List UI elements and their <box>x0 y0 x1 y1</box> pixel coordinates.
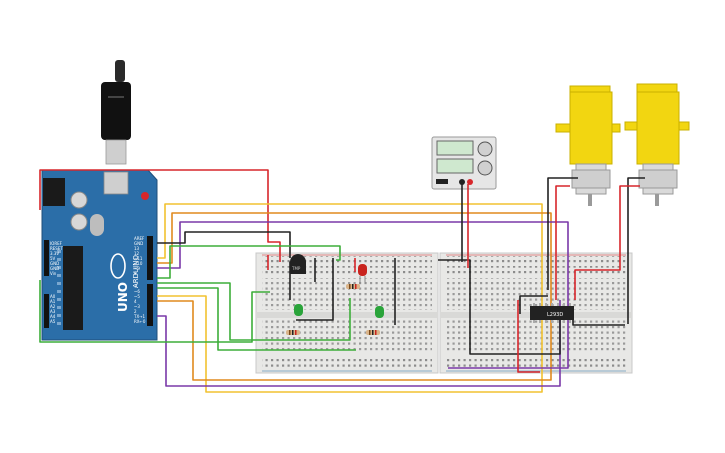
wires <box>39 169 645 393</box>
svg-text:~11: ~11 <box>134 256 143 261</box>
power-supply-icon[interactable] <box>431 136 497 190</box>
svg-text:TX→1: TX→1 <box>133 314 146 319</box>
svg-text:AREF: AREF <box>134 236 145 241</box>
dc-motor-icon[interactable] <box>555 85 621 206</box>
svg-text:RX←0: RX←0 <box>134 319 146 324</box>
svg-text:5V: 5V <box>50 256 56 261</box>
dc-motor-icon[interactable] <box>624 83 690 206</box>
resistor-icon[interactable] <box>286 330 300 335</box>
ic-label: L293D <box>547 312 563 318</box>
led-icon[interactable] <box>294 304 303 316</box>
svg-text:GND: GND <box>134 241 143 246</box>
arduino-uno-logo: UNO <box>116 282 130 312</box>
svg-text:3.3V: 3.3V <box>50 251 59 256</box>
svg-text:~6: ~6 <box>134 289 140 294</box>
svg-text:RESET: RESET <box>50 246 63 251</box>
usb-cable-icon <box>101 60 131 165</box>
arduino-board[interactable]: ARDUINO UNO IOREF RESET 3.3V 5V GND GND … <box>41 169 158 341</box>
svg-text:A0: A0 <box>50 294 56 299</box>
svg-text:2: 2 <box>134 309 137 314</box>
svg-text:8: 8 <box>134 271 137 276</box>
svg-text:13: 13 <box>134 246 140 251</box>
transistor-label: TMP <box>291 266 301 271</box>
breadboard-left <box>255 252 439 374</box>
svg-text:7: 7 <box>134 284 137 289</box>
led-icon[interactable] <box>375 306 384 318</box>
ic-chip-icon[interactable]: L293D <box>530 303 574 323</box>
svg-text:A2: A2 <box>50 304 56 309</box>
arduino-brand: ARDUINO <box>132 255 140 288</box>
svg-text:A5: A5 <box>50 319 56 324</box>
resistor-icon[interactable] <box>346 284 360 289</box>
svg-text:~3: ~3 <box>134 304 140 309</box>
svg-text:~5: ~5 <box>134 294 140 299</box>
digital-pin-labels: AREF GND 13 12 ~11 ~10 ~9 8 7 ~6 ~5 4 ~3… <box>133 236 146 324</box>
svg-text:A3: A3 <box>50 309 56 314</box>
svg-text:4: 4 <box>134 299 137 304</box>
svg-text:GND: GND <box>50 261 59 266</box>
svg-text:A4: A4 <box>50 314 56 319</box>
svg-text:GND: GND <box>50 266 59 271</box>
led-icon[interactable] <box>358 264 367 284</box>
svg-text:~10: ~10 <box>134 261 143 266</box>
svg-text:IOREF: IOREF <box>50 241 63 246</box>
svg-text:Vin: Vin <box>50 271 57 276</box>
svg-text:A1: A1 <box>50 299 56 304</box>
power-pin-labels: IOREF RESET 3.3V 5V GND GND Vin <box>50 241 63 276</box>
analog-pin-labels: A0 A1 A2 A3 A4 A5 <box>50 294 56 324</box>
svg-text:~9: ~9 <box>134 266 140 271</box>
resistor-icon[interactable] <box>366 330 380 335</box>
transistor-icon[interactable]: TMP <box>290 254 306 274</box>
svg-text:12: 12 <box>134 251 140 256</box>
